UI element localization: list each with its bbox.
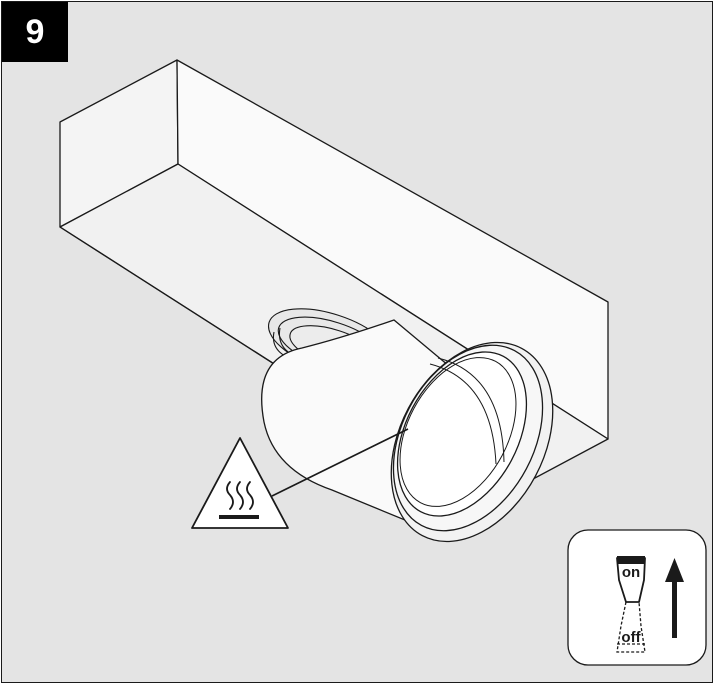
switch-off-label: off [621,629,641,646]
spotlight-cylinder [261,319,554,543]
step-number-badge: 9 [2,2,68,62]
leader-line [271,428,409,497]
switch-on-label: on [622,564,640,581]
arrow-up-icon [665,558,684,638]
switch-panel: on off [567,529,707,666]
hot-surface-warning-icon [191,437,289,529]
rocker-switch-icon [616,556,646,653]
